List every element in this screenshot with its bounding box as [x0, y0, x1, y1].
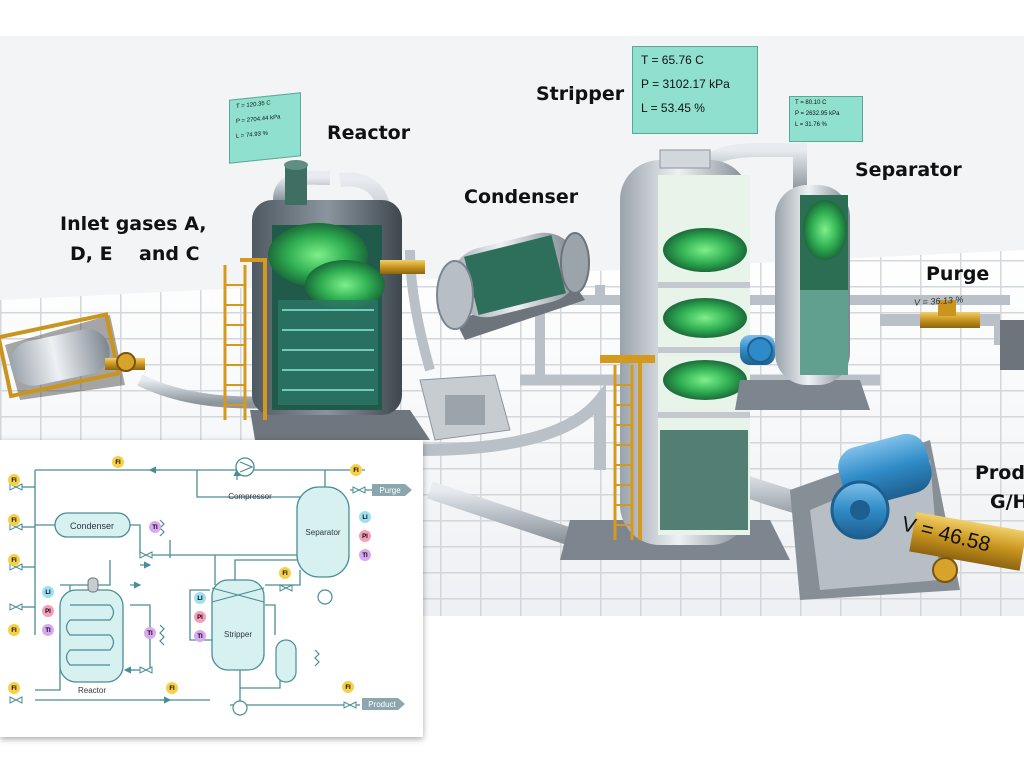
pfd-stripper [211, 579, 265, 671]
pfd-purge-tag-label: Purge [379, 486, 401, 495]
ti-badge-reactor-coil: TI [147, 631, 153, 637]
separator-label: Separator [855, 159, 962, 181]
fi-badge-purge: FI [353, 468, 359, 474]
ti-badge-separator: TI [362, 553, 368, 559]
pfd-separator-label: Separator [305, 528, 340, 537]
separator-temperature: T = 80.10 C [795, 100, 827, 106]
fi-badge-3: FI [11, 558, 17, 564]
reactor-readout-panel: T = 120.35 C P = 2704.44 kPa L = 74.93 % [229, 92, 301, 164]
separator-pressure: P = 2632.95 kPa [795, 111, 840, 117]
stripper-readout-panel: T = 65.76 C P = 3102.17 kPa L = 53.45 % [632, 46, 758, 134]
pfd-stripper-label: Stripper [224, 630, 252, 639]
pfd-compressor-label: Compressor [228, 492, 272, 501]
fi-badge-top: FI [115, 460, 121, 466]
fi-badge-product: FI [345, 685, 351, 691]
inlet-gases-label-line1: Inlet gases A, [60, 213, 207, 235]
pi-badge-reactor: PI [45, 609, 51, 615]
fi-badge-5: FI [11, 686, 17, 692]
product-label-line2: G/H [990, 491, 1024, 513]
pfd-separator [296, 486, 350, 578]
separator-3d [735, 185, 870, 410]
fi-badge-separator: FI [282, 571, 288, 577]
purge-label: Purge [926, 263, 990, 285]
stripper-label: Stripper [536, 83, 625, 105]
stripper-3d [560, 149, 790, 560]
fi-badge-4: FI [11, 628, 17, 634]
separator-level: L = 31.76 % [795, 122, 827, 128]
stripper-level: L = 53.45 % [641, 101, 705, 115]
ti-badge-reactor: TI [45, 628, 51, 634]
pfd-product-tag [362, 698, 405, 710]
stripper-temperature: T = 65.76 C [641, 53, 704, 67]
pfd-reactor-label: Reactor [78, 686, 106, 695]
li-badge-separator: LI [362, 515, 368, 521]
separator-readout-panel: T = 80.10 C P = 2632.95 kPa L = 31.76 % [789, 96, 863, 142]
reactor-label: Reactor [327, 122, 411, 144]
reactor-temperature: T = 120.35 C [236, 100, 271, 111]
inlet-gas-skid [0, 312, 145, 400]
ti-badge-stripper: TI [197, 634, 203, 640]
pfd-feed-drum [87, 577, 99, 593]
pfd-condenser-label: Condenser [70, 521, 114, 531]
compressor-3d [419, 374, 511, 441]
pfd-reactor [59, 589, 124, 683]
inlet-gases-label-line2: D, E and C [70, 243, 200, 265]
pfd-canvas: Condenser Separator Stripper Reactor Com… [8, 456, 412, 716]
pfd-instrument-badges: FI FI FI FI FI FI FI FI FI FI TI TI TI T… [8, 456, 371, 694]
pfd-product-tag-label: Product [368, 700, 396, 709]
pfd-reboiler [275, 639, 297, 683]
product-pump-3d [790, 433, 1024, 600]
purge-valve-3d [920, 300, 1024, 370]
fi-badge-stripper: FI [169, 686, 175, 692]
fi-badge-2: FI [11, 518, 17, 524]
process-flow-diagram-inset: Condenser Separator Stripper Reactor Com… [0, 440, 423, 737]
stripper-pressure: P = 3102.17 kPa [641, 77, 730, 91]
condenser-3d [436, 232, 590, 340]
pfd-purge-tag [372, 484, 412, 496]
ti-badge-condenser: TI [152, 525, 158, 531]
pfd-product-pump [232, 700, 248, 716]
reactor-3d [223, 160, 430, 440]
pfd-condenser [54, 512, 131, 538]
pfd-reboiler-coil [314, 649, 320, 667]
pfd-flow-arrows [123, 466, 241, 704]
pi-badge-stripper: PI [197, 615, 203, 621]
product-label-line1: Produ [975, 462, 1024, 484]
pfd-separator-pump [317, 589, 333, 605]
reactor-pressure: P = 2704.44 kPa [236, 114, 281, 126]
li-badge-stripper: LI [197, 596, 203, 602]
li-badge-reactor: LI [45, 590, 51, 596]
pfd-reactor-coil [159, 624, 165, 646]
reactor-level: L = 74.93 % [236, 130, 268, 141]
condenser-label: Condenser [464, 186, 579, 208]
fi-badge-1: FI [11, 478, 17, 484]
pi-badge-separator: PI [362, 534, 368, 540]
